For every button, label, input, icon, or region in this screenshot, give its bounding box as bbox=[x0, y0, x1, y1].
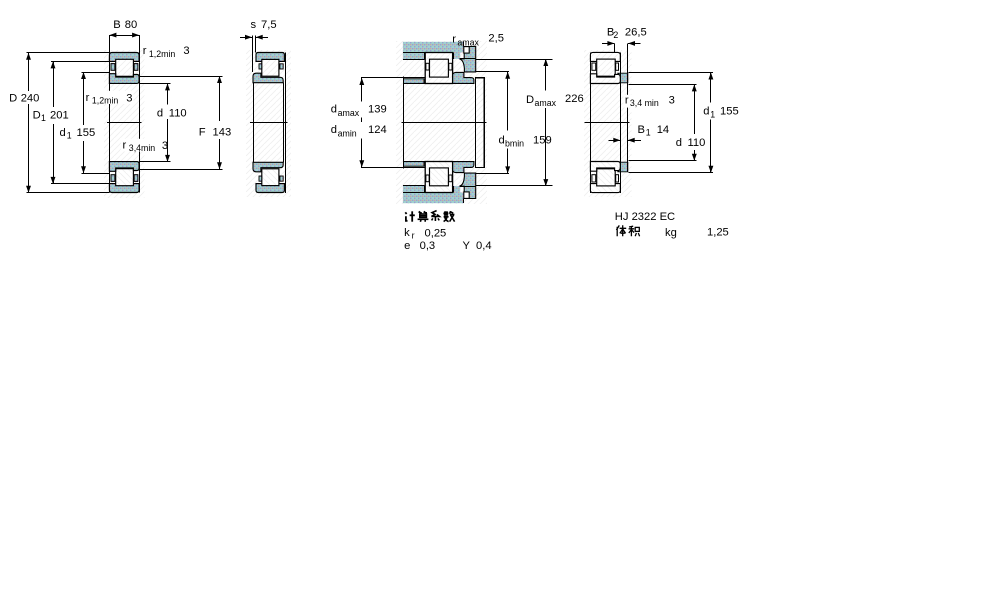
svg-text:r: r bbox=[143, 45, 147, 57]
svg-text:3: 3 bbox=[126, 92, 132, 104]
svg-text:110: 110 bbox=[169, 108, 187, 120]
svg-text:0,4: 0,4 bbox=[476, 240, 492, 252]
svg-text:1: 1 bbox=[67, 130, 72, 140]
svg-text:r: r bbox=[123, 139, 127, 151]
svg-text:124: 124 bbox=[368, 124, 387, 136]
svg-text:d: d bbox=[499, 135, 505, 147]
svg-text:155: 155 bbox=[720, 105, 739, 117]
svg-text:r: r bbox=[625, 94, 629, 106]
svg-text:amax: amax bbox=[535, 98, 557, 108]
svg-text:3,4 min: 3,4 min bbox=[630, 98, 659, 108]
svg-text:3: 3 bbox=[669, 95, 675, 107]
svg-text:139: 139 bbox=[368, 104, 387, 116]
svg-text:1: 1 bbox=[710, 109, 715, 119]
svg-text:k: k bbox=[404, 227, 410, 239]
svg-text:kg: kg bbox=[665, 227, 677, 239]
svg-text:D: D bbox=[33, 110, 41, 122]
svg-text:Y: Y bbox=[463, 240, 471, 252]
svg-text:amin: amin bbox=[338, 128, 357, 138]
svg-text:r: r bbox=[452, 33, 456, 45]
svg-text:3,4min: 3,4min bbox=[129, 143, 156, 153]
svg-text:80: 80 bbox=[125, 19, 137, 31]
svg-text:14: 14 bbox=[657, 124, 669, 136]
svg-text:e: e bbox=[404, 240, 410, 252]
svg-text:B: B bbox=[638, 124, 645, 136]
svg-text:26,5: 26,5 bbox=[625, 27, 647, 39]
svg-text:2: 2 bbox=[613, 30, 618, 40]
svg-text:0,25: 0,25 bbox=[425, 228, 447, 240]
svg-text:110: 110 bbox=[688, 137, 706, 149]
svg-text:3: 3 bbox=[183, 45, 189, 57]
svg-text:7,5: 7,5 bbox=[261, 19, 277, 31]
svg-text:226: 226 bbox=[565, 93, 584, 105]
svg-text:amax: amax bbox=[457, 37, 479, 47]
svg-text:amax: amax bbox=[338, 108, 360, 118]
svg-text:D: D bbox=[9, 93, 17, 105]
svg-text:1,25: 1,25 bbox=[707, 226, 729, 238]
svg-text:HJ 2322 EC: HJ 2322 EC bbox=[615, 211, 675, 223]
svg-text:r: r bbox=[86, 92, 90, 104]
svg-text:B: B bbox=[113, 19, 120, 31]
svg-text:d: d bbox=[331, 104, 337, 116]
svg-text:1,2min: 1,2min bbox=[149, 49, 176, 59]
svg-text:2,5: 2,5 bbox=[488, 32, 504, 44]
svg-text:159: 159 bbox=[533, 134, 552, 146]
svg-text:bmin: bmin bbox=[505, 138, 524, 148]
svg-text:0,3: 0,3 bbox=[420, 240, 436, 252]
svg-text:1: 1 bbox=[41, 113, 46, 123]
svg-text:d: d bbox=[676, 137, 682, 149]
svg-text:240: 240 bbox=[21, 93, 40, 105]
svg-text:D: D bbox=[526, 94, 534, 106]
svg-text:r: r bbox=[412, 230, 415, 240]
svg-text:1,2min: 1,2min bbox=[92, 96, 119, 106]
svg-text:F: F bbox=[199, 126, 206, 138]
svg-text:d: d bbox=[60, 127, 66, 139]
svg-text:3: 3 bbox=[162, 140, 168, 152]
svg-text:143: 143 bbox=[213, 126, 232, 138]
svg-text:s: s bbox=[251, 19, 257, 31]
svg-text:d: d bbox=[157, 108, 163, 120]
svg-text:B: B bbox=[607, 27, 614, 39]
svg-text:1: 1 bbox=[646, 127, 651, 137]
svg-text:155: 155 bbox=[77, 127, 96, 139]
svg-text:201: 201 bbox=[50, 110, 69, 122]
svg-text:d: d bbox=[703, 105, 709, 117]
svg-text:d: d bbox=[331, 124, 337, 136]
